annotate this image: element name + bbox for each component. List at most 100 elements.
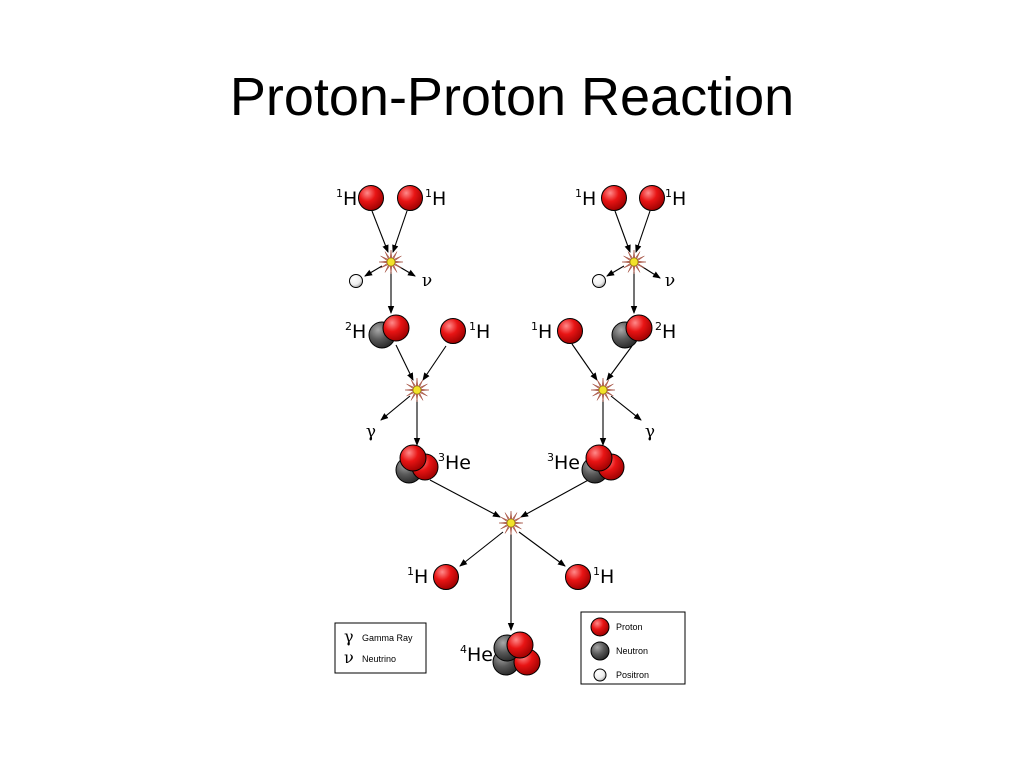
- slide-title: Proton-Proton Reaction: [229, 67, 795, 127]
- proton-particle: [585, 444, 613, 472]
- isotope-label-h2: 2H: [345, 320, 366, 343]
- isotope-symbol: H: [352, 321, 366, 343]
- burst-core: [629, 257, 639, 267]
- positron-legend-icon: [593, 668, 607, 682]
- proton-particle: [557, 318, 583, 344]
- isotope-mass-number: 1: [407, 565, 414, 578]
- arrow-proton-to-fusion-1: [371, 210, 389, 253]
- proton-particle: [397, 185, 423, 211]
- arrow-proton-to-fusion-1: [614, 210, 631, 253]
- proton-particle: [433, 564, 459, 590]
- isotope-label-h1: 1H: [425, 187, 446, 210]
- legend-box: [334, 622, 427, 674]
- isotope-symbol: He: [467, 644, 493, 666]
- isotope-label-h1: 1H: [531, 320, 552, 343]
- legend-label: Neutrino: [362, 654, 396, 664]
- isotope-symbol: H: [582, 188, 596, 210]
- arrow-gamma-emission: [610, 395, 642, 421]
- isotope-label-h1: 1H: [665, 187, 686, 210]
- isotope-symbol: H: [662, 321, 676, 343]
- isotope-label-h1: 1H: [469, 320, 490, 343]
- proton-particle: [506, 631, 534, 659]
- legend-label: Positron: [616, 670, 649, 680]
- isotope-label-h1: 1H: [593, 565, 614, 588]
- arrow-helium-3-to-fusion-3: [520, 477, 593, 518]
- arrow-proton-to-fusion-1: [392, 210, 408, 253]
- fusion-burst-2-right: [590, 377, 616, 403]
- arrow-proton-to-fusion-1: [635, 210, 651, 253]
- isotope-label-he4: 4He: [460, 643, 493, 666]
- helium-3-nucleus-right: [581, 444, 625, 484]
- proton-particle: [625, 314, 653, 342]
- isotope-mass-number: 3: [438, 451, 445, 464]
- isotope-symbol: H: [476, 321, 490, 343]
- positron-particle: [349, 274, 363, 288]
- proton-particle: [601, 185, 627, 211]
- isotope-label-h1: 1H: [336, 187, 357, 210]
- arrow-helium-3-to-fusion-3: [429, 479, 501, 518]
- isotope-mass-number: 2: [345, 320, 352, 333]
- isotope-symbol: H: [343, 188, 357, 210]
- proton-particle: [440, 318, 466, 344]
- isotope-mass-number: 1: [665, 187, 672, 200]
- fusion-burst-2-left: [404, 377, 430, 403]
- fusion-burst-1-left: [378, 249, 404, 275]
- isotope-symbol: H: [414, 566, 428, 588]
- arrow-gamma-emission: [380, 395, 411, 421]
- isotope-mass-number: 1: [593, 565, 600, 578]
- arrow-positron-emission: [364, 265, 383, 277]
- gamma-symbol: γ: [645, 422, 655, 442]
- arrow-positron-emission: [606, 265, 625, 277]
- isotope-mass-number: 1: [336, 187, 343, 200]
- proton-particle: [382, 314, 410, 342]
- isotope-label-h2: 2H: [655, 320, 676, 343]
- isotope-symbol: H: [600, 566, 614, 588]
- arrow-deuterium-to-fusion-2: [606, 345, 633, 381]
- isotope-label-he3: 3He: [547, 451, 580, 474]
- isotope-symbol: H: [432, 188, 446, 210]
- isotope-symbol: He: [445, 452, 471, 474]
- legend-symbol: γ: [344, 627, 354, 646]
- isotope-mass-number: 1: [531, 320, 538, 333]
- isotope-mass-number: 1: [469, 320, 476, 333]
- fusion-burst-3: [498, 510, 524, 536]
- isotope-mass-number: 3: [547, 451, 554, 464]
- burst-core: [598, 385, 608, 395]
- arrow-proton-to-fusion-2: [571, 343, 598, 381]
- isotope-mass-number: 4: [460, 643, 467, 656]
- burst-core: [386, 257, 396, 267]
- burst-core: [412, 385, 422, 395]
- proton-particle: [639, 185, 665, 211]
- deuterium-nucleus-left: [368, 314, 410, 349]
- isotope-label-h1: 1H: [575, 187, 596, 210]
- positron-particle: [592, 274, 606, 288]
- helium-3-nucleus-left: [395, 444, 439, 484]
- isotope-label-h1: 1H: [407, 565, 428, 588]
- isotope-symbol: He: [554, 452, 580, 474]
- proton-particle: [565, 564, 591, 590]
- legend-symbol: ν: [344, 648, 354, 667]
- deuterium-nucleus-right: [611, 314, 653, 349]
- arrow-proton-release: [518, 531, 566, 567]
- arrow-deuterium-to-fusion-2: [395, 344, 414, 381]
- isotope-symbol: H: [538, 321, 552, 343]
- gamma-symbol: γ: [366, 422, 376, 442]
- helium-4-nucleus: [492, 631, 541, 676]
- proton-legend-icon: [590, 617, 610, 637]
- legend-label: Neutron: [616, 646, 648, 656]
- burst-core: [506, 518, 516, 528]
- neutron-legend-icon: [590, 641, 610, 661]
- proton-particle: [399, 444, 427, 472]
- isotope-label-he3: 3He: [438, 451, 471, 474]
- isotope-mass-number: 1: [575, 187, 582, 200]
- proton-particle: [358, 185, 384, 211]
- fusion-burst-1-right: [621, 249, 647, 275]
- isotope-mass-number: 2: [655, 320, 662, 333]
- neutrino-symbol: ν: [422, 271, 432, 291]
- arrow-proton-to-fusion-2: [422, 345, 447, 381]
